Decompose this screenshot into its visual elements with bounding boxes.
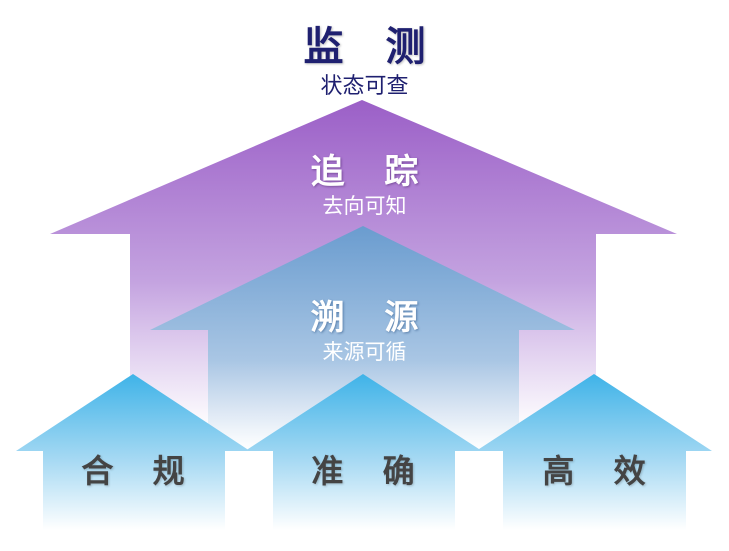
accuracy-label: 准 确 <box>311 452 429 490</box>
accuracy-arrow <box>245 374 482 530</box>
trace-subtitle: 去向可知 <box>322 194 407 218</box>
source-arrow <box>150 226 575 450</box>
efficiency-label: 高 效 <box>542 452 660 490</box>
source-subtitle: 来源可循 <box>322 340 407 364</box>
trace-title: 追 踪 <box>310 152 433 192</box>
monitor-subtitle: 状态可查 <box>320 74 409 99</box>
efficiency-arrow <box>476 374 712 530</box>
monitor-title: 监 测 <box>303 24 440 70</box>
source-title: 溯 源 <box>310 298 433 338</box>
compliance-arrow <box>16 374 250 530</box>
compliance-label: 合 规 <box>81 452 199 490</box>
